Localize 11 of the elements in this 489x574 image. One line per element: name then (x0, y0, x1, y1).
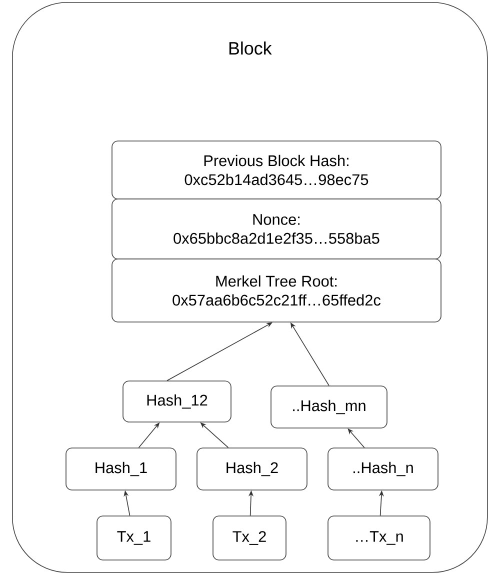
hash-box: …Tx_n (328, 516, 430, 560)
hash-box: Hash_1 (66, 448, 176, 490)
hash-box: ..Hash_n (328, 448, 438, 490)
hash-box: Hash_12 (122, 380, 232, 422)
hash-box: Hash_2 (196, 448, 308, 490)
field-box: Nonce: 0x65bbc8a2d1e2f35…558ba5 (112, 198, 442, 260)
field-box: Previous Block Hash: 0xc52b14ad3645…98ec75 (112, 140, 442, 200)
hash-box: Tx_1 (96, 516, 172, 560)
hash-box: Tx_2 (212, 516, 286, 560)
field-box: Merkel Tree Root: 0x57aa6b6c52c21ff…65ffed2c (112, 258, 442, 322)
hash-box: ..Hash_mn (270, 386, 388, 428)
